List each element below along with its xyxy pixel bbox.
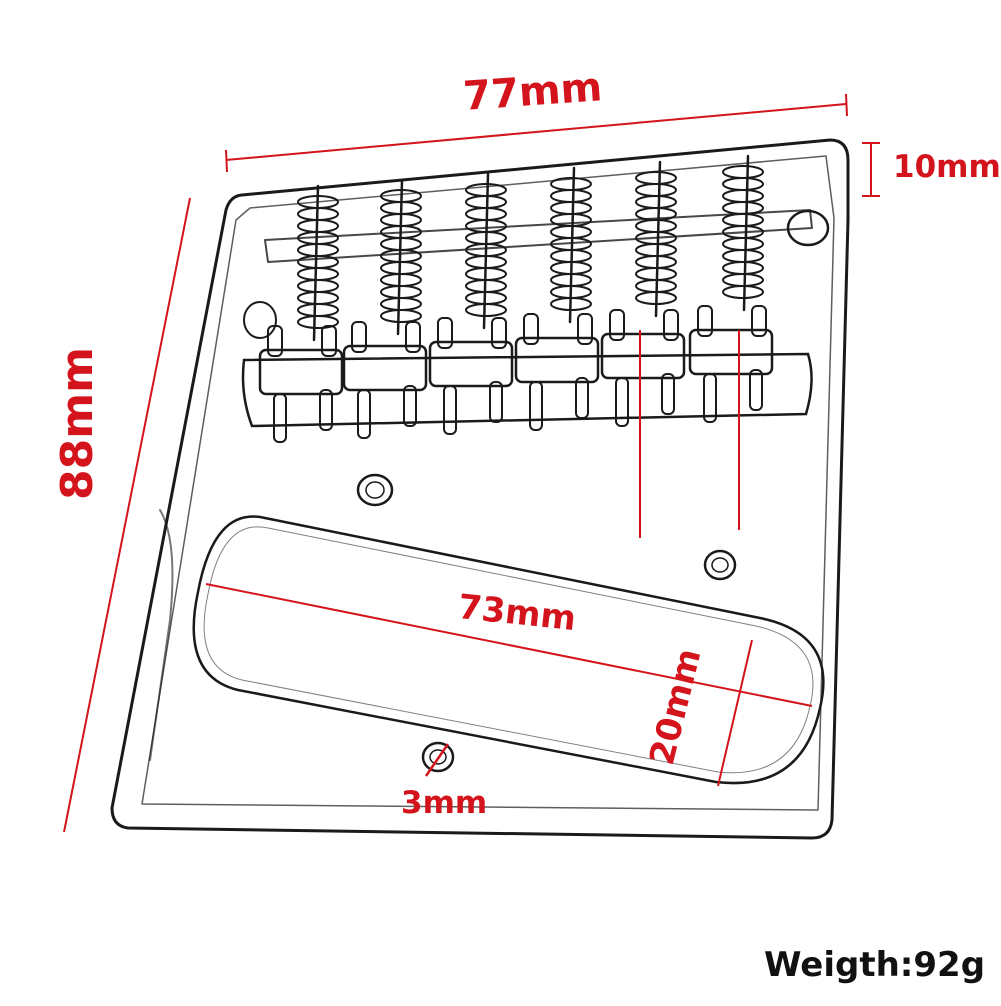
rear-rail — [264, 209, 813, 263]
plate-side-lip — [149, 509, 174, 761]
weight-label: Weigth:92g — [764, 945, 986, 985]
height-dimension-line — [63, 197, 191, 833]
saddle — [342, 178, 428, 439]
saddle — [688, 154, 774, 423]
saddle — [428, 172, 514, 435]
thickness-label: 10mm — [893, 149, 1001, 185]
plate-outline — [110, 138, 850, 840]
height-label: 88mm — [52, 347, 103, 500]
mounting-holes — [243, 209, 830, 773]
hole-diameter-line — [424, 743, 450, 777]
saddle — [258, 184, 344, 443]
width-dimension-line — [225, 103, 847, 161]
saddle — [600, 160, 686, 427]
width-label: 77mm — [461, 64, 604, 120]
width-dimension-tick-left — [225, 149, 228, 173]
pickup-slot-inner — [203, 526, 814, 774]
plate-inner-edge — [141, 155, 835, 811]
saddle — [514, 166, 600, 431]
hole-diameter-label: 3mm — [401, 785, 488, 821]
saddle-assembly — [241, 154, 813, 443]
width-dimension-tick-right — [845, 93, 848, 117]
saddle-rail — [241, 352, 813, 428]
slot-length-dimension-line — [205, 583, 813, 707]
pickup-slot — [192, 515, 825, 785]
slot-width-dimension-line — [717, 639, 753, 787]
